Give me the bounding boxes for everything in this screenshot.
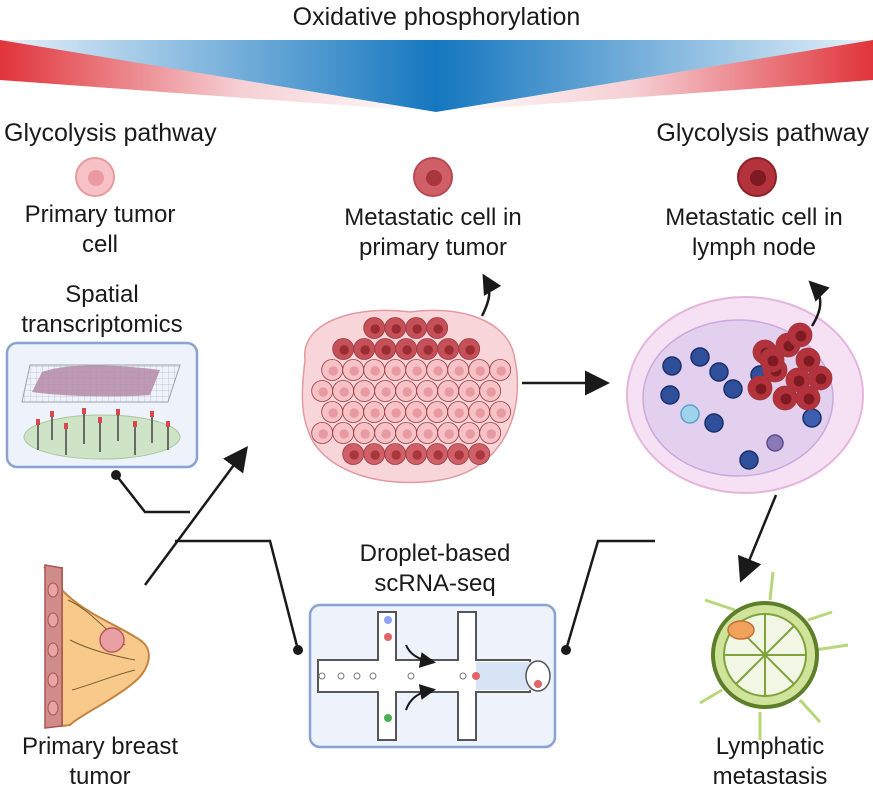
tumor-cell xyxy=(374,380,397,402)
metastatic-primary-line2: primary tumor xyxy=(358,234,508,261)
tumor-cell xyxy=(363,317,386,339)
metastatic-primary-cell-icon xyxy=(413,157,453,197)
lymph-metastatic-cell xyxy=(795,347,821,373)
tumor-cell xyxy=(447,401,470,423)
lymphatic-label: Lymphatic metastasis xyxy=(670,732,870,792)
tumor-cell xyxy=(458,380,481,402)
tumor-cell xyxy=(321,401,344,423)
tumor-cell xyxy=(405,443,428,465)
tumor-cell xyxy=(342,401,365,423)
lymph-node xyxy=(626,296,864,494)
lymph-metastatic-cell xyxy=(772,385,798,411)
tumor-cell xyxy=(353,422,376,444)
tumor-cell xyxy=(447,359,470,381)
tumor-cell xyxy=(384,359,407,381)
tumor-cell xyxy=(416,422,439,444)
breast-line1: Primary breast xyxy=(21,733,179,760)
lymph-metastatic-cell xyxy=(759,347,785,373)
metastatic-lymph-line2: lymph node xyxy=(691,234,817,261)
primary-tumor-cell-line2: cell xyxy=(81,231,118,258)
tumor-cell xyxy=(332,422,355,444)
tumor-cell xyxy=(489,359,512,381)
tumor-cell xyxy=(321,359,344,381)
oxphos-title: Oxidative phosphorylation xyxy=(292,3,581,31)
left-glycolysis-label: Glycolysis pathway xyxy=(4,119,217,147)
primary-tumor-cell-label: Primary tumor cell xyxy=(0,200,200,260)
tumor-cell xyxy=(468,359,491,381)
tumor-cell xyxy=(458,338,481,360)
scrna-label: Droplet-based scRNA-seq xyxy=(320,539,550,599)
lymphatic-metastasis-illustration xyxy=(699,571,849,740)
tumor-cell xyxy=(426,401,449,423)
scrna-line1: Droplet-based xyxy=(359,540,511,567)
tumor-cell xyxy=(332,338,355,360)
tumor-cell xyxy=(384,443,407,465)
breast-line2: tumor xyxy=(69,763,131,790)
spatial-label: Spatial transcriptomics xyxy=(0,280,204,340)
tumor-cell xyxy=(405,359,428,381)
tumor-cell xyxy=(395,380,418,402)
tumor-cell xyxy=(479,422,502,444)
spatial-line1: Spatial xyxy=(65,281,139,308)
spatial-line2: transcriptomics xyxy=(21,311,183,338)
tumor-cell xyxy=(458,422,481,444)
tumor-cell xyxy=(384,317,407,339)
tumor-cell xyxy=(395,338,418,360)
breast-illustration xyxy=(43,564,150,729)
tumor-cell xyxy=(426,359,449,381)
tumor-cell xyxy=(342,443,365,465)
tumor-cell xyxy=(468,443,491,465)
tumor-cell xyxy=(447,443,470,465)
connector-dots xyxy=(111,470,571,655)
connectors xyxy=(115,273,830,651)
primary-tumor-cell-line1: Primary tumor xyxy=(24,201,176,228)
tumor-cell xyxy=(416,338,439,360)
spatial-panel xyxy=(5,341,199,469)
lymph-metastatic-cell xyxy=(795,385,821,411)
tumor-cell xyxy=(311,422,334,444)
lymph-metastatic-cell xyxy=(807,365,833,391)
metastatic-lymph-label: Metastatic cell in lymph node xyxy=(634,203,873,263)
tumor-mass xyxy=(301,309,519,484)
metastatic-primary-line1: Metastatic cell in xyxy=(344,204,522,231)
tumor-cell xyxy=(405,401,428,423)
lymphatic-line2: metastasis xyxy=(712,763,828,790)
lymph-metastatic-cell xyxy=(747,375,773,401)
metastatic-lymph-cell-icon xyxy=(737,157,777,197)
metastatic-lymph-line1: Metastatic cell in xyxy=(665,204,843,231)
tumor-cell xyxy=(468,401,491,423)
breast-label: Primary breast tumor xyxy=(0,732,200,792)
tumor-cell xyxy=(416,380,439,402)
tumor-cell xyxy=(374,422,397,444)
primary-tumor-cell-icon xyxy=(75,157,115,197)
tumor-cell xyxy=(437,422,460,444)
tumor-cell xyxy=(353,338,376,360)
tumor-cell xyxy=(405,317,428,339)
tumor-cell xyxy=(353,380,376,402)
tumor-cell xyxy=(426,317,449,339)
tumor-cell xyxy=(437,380,460,402)
right-glycolysis-label: Glycolysis pathway xyxy=(656,119,869,147)
tumor-cell xyxy=(311,380,334,402)
scrna-line2: scRNA-seq xyxy=(374,570,496,597)
gradient-banner xyxy=(0,40,873,112)
tumor-cell xyxy=(489,401,512,423)
metastatic-primary-label: Metastatic cell in primary tumor xyxy=(313,203,553,263)
tumor-cell xyxy=(342,359,365,381)
lymph-metastatic-cell xyxy=(787,322,813,348)
tumor-cell xyxy=(363,359,386,381)
scrna-panel xyxy=(308,603,557,749)
tumor-cell xyxy=(363,401,386,423)
tumor-cell xyxy=(395,422,418,444)
tumor-cell xyxy=(374,338,397,360)
tumor-cell xyxy=(479,380,502,402)
tumor-cell xyxy=(426,443,449,465)
tumor-cell xyxy=(384,401,407,423)
tumor-cell xyxy=(332,380,355,402)
tumor-cell xyxy=(363,443,386,465)
lymphatic-line1: Lymphatic xyxy=(715,733,825,760)
tumor-cell xyxy=(437,338,460,360)
